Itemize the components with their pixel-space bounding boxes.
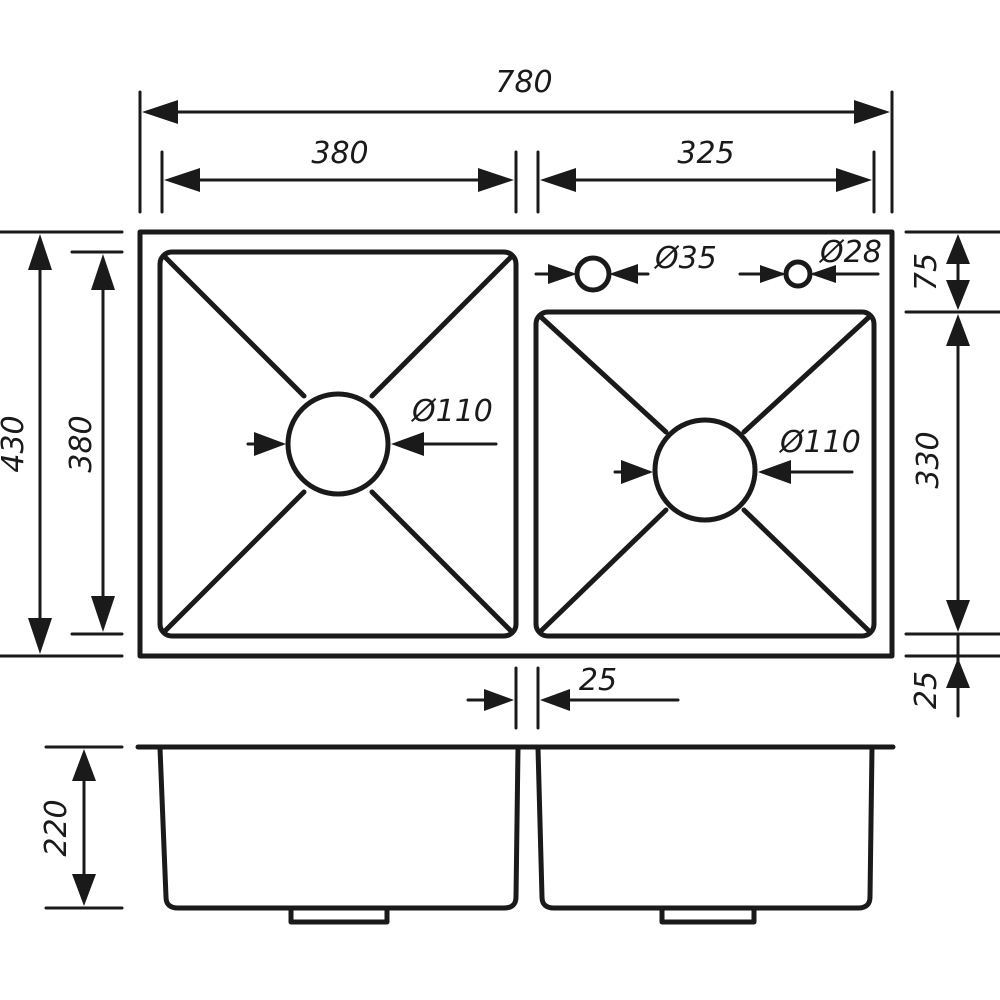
dimension-right-bowl-width: 325 [536,136,876,214]
callout-left-drain: Ø110 [246,394,498,456]
label-380-width: 380 [311,136,368,171]
sink-side-view [135,744,896,925]
dimension-total-depth: 430 [0,230,124,658]
label-780: 780 [495,65,552,100]
callout-hole-35: Ø35 [534,241,717,284]
dimension-bowl-height: 220 [39,745,124,910]
left-bowl-top-view [157,249,519,639]
left-drain-hole [285,391,391,497]
right-bowl-side [535,745,875,911]
label-75: 75 [909,253,944,291]
right-drain-hole [652,417,758,523]
dimension-total-width: 780 [138,65,894,214]
dimension-right-side: 75 330 25 [904,230,1000,718]
label-330: 330 [911,431,946,488]
label-430: 430 [0,415,31,472]
dimension-left-bowl-depth: 380 [64,250,124,636]
right-bowl-top-view [533,309,877,639]
callout-right-drain: Ø110 [613,425,861,484]
tap-hole-28 [783,259,813,289]
label-220: 220 [39,799,74,856]
label-dia-110-left: Ø110 [410,394,493,429]
dimension-left-bowl-width: 380 [160,136,518,214]
callout-hole-28: Ø28 [738,235,882,283]
label-dia-28: Ø28 [818,235,882,270]
right-drain-outlet [659,905,757,925]
dimension-divider: 25 [466,663,680,730]
label-25-bottom: 25 [909,671,944,709]
left-bowl-outline [157,249,519,639]
left-drain-outlet [288,905,390,925]
label-dia-110-right: Ø110 [778,425,861,460]
left-bowl-side [157,745,521,911]
label-25-divider: 25 [579,663,617,698]
label-dia-35: Ø35 [653,241,717,276]
sink-outer-rim [137,229,895,659]
right-bowl-outline [533,309,877,639]
label-380-depth: 380 [64,415,99,472]
tap-hole-35 [574,255,612,293]
label-325: 325 [677,136,734,171]
